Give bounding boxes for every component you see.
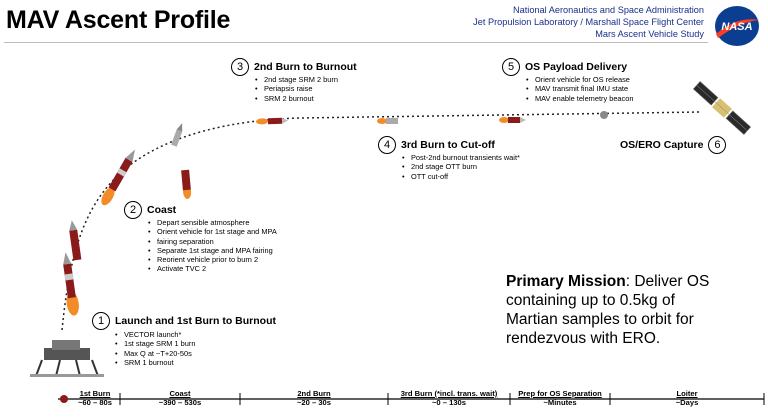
list-item: 2nd stage OTT burn [402, 162, 520, 172]
list-item: SRM 1 burnout [115, 358, 195, 368]
step-3-title: 2nd Burn to Burnout [254, 61, 357, 73]
timeline-segment-duration: ~20 – 30s [297, 398, 331, 407]
list-item: Max Q at ~T+20-50s [115, 349, 195, 359]
list-item: Separate 1st stage and MPA fairing [148, 246, 277, 256]
primary-mission-label: Primary Mission [506, 273, 626, 290]
rocket-cutoff-icon [499, 117, 526, 123]
timeline-segment: 2nd Burn~20 – 30s [240, 389, 388, 407]
list-item: Orient vehicle for 1st stage and MPA [148, 227, 277, 237]
orbiting-sample-icon [600, 111, 608, 119]
list-item: fairing separation [148, 236, 277, 247]
step-4-header: 4 3rd Burn to Cut-off [378, 136, 495, 154]
step-2-header: 2 Coast [124, 201, 176, 219]
ero-satellite-icon [692, 81, 752, 135]
timeline-segment-duration: ~Minutes [543, 398, 577, 407]
primary-mission-text: : Deliver OS containing up to 0.5kg of M… [506, 273, 710, 347]
timeline-segment-label: Coast [169, 389, 191, 398]
step-1-title: Launch and 1st Burn to Burnout [115, 315, 276, 327]
list-item: Reorient vehicle prior to burn 2 [148, 255, 277, 265]
step-3-bullets: 2nd stage SRM 2 burn Periapsis raise SRM… [255, 75, 338, 103]
step-5-number: 5 [502, 58, 520, 76]
timeline-axis [58, 393, 765, 405]
rocket-third-burn-icon [377, 118, 398, 124]
timeline-segment-duration: ~390 – 530s [158, 398, 202, 407]
step-6-header: OS/ERO Capture 6 [620, 136, 727, 154]
org-line-3: Mars Ascent Vehicle Study [595, 29, 704, 39]
timeline-segment: 1st Burn~60 – 80s [70, 389, 120, 407]
step-4-title: 3rd Burn to Cut-off [401, 139, 495, 151]
lander-icon [30, 340, 104, 377]
primary-mission-statement: Primary Mission: Deliver OS containing u… [506, 272, 726, 348]
list-item: VECTOR launch* [115, 330, 195, 340]
rocket-ascent-icon [69, 220, 82, 261]
list-item: MAV transmit final IMU state [526, 84, 633, 94]
timeline-segment-duration: ~0 – 130s [432, 398, 466, 407]
list-item: Post-2nd burnout transients wait* [402, 153, 520, 163]
step-2-title: Coast [147, 204, 177, 216]
timeline-segment: Loiter~Days [610, 389, 764, 407]
timeline-segment: 3rd Burn (*incl. trans. wait)~0 – 130s [388, 389, 510, 407]
nasa-logo: NASA [715, 6, 759, 46]
step-4-number: 4 [378, 136, 396, 154]
stage-separation-icon [171, 123, 192, 199]
step-3-number: 3 [231, 58, 249, 76]
timeline-segment-duration: ~60 – 80s [78, 398, 112, 407]
list-item: Periapsis raise [255, 84, 338, 94]
step-1-bullets: VECTOR launch* 1st stage SRM 1 burn Max … [115, 330, 195, 367]
timeline-segment-label: 1st Burn [79, 389, 111, 398]
step-5-bullets: Orient vehicle for OS release MAV transm… [526, 75, 633, 103]
list-item: MAV enable telemetry beacon [526, 94, 633, 104]
list-item: OTT cut-off [402, 172, 520, 182]
ascent-trajectory [30, 81, 752, 377]
nasa-logo-text: NASA [721, 21, 752, 33]
list-item: Depart sensible atmosphere [148, 218, 277, 228]
timeline-segment-label: Loiter [676, 389, 698, 398]
page-title: MAV Ascent Profile [6, 6, 231, 34]
timeline-segment-label: 3rd Burn (*incl. trans. wait) [400, 389, 498, 398]
rocket-launch-icon [63, 252, 79, 316]
timeline-segment: Coast~390 – 530s [120, 389, 240, 407]
org-line-2: Jet Propulsion Laboratory / Marshall Spa… [473, 17, 704, 27]
step-1-number: 1 [92, 312, 110, 330]
rocket-second-burn-icon [256, 117, 288, 125]
step-5-header: 5 OS Payload Delivery [502, 58, 627, 76]
step-2-number: 2 [124, 201, 142, 219]
timeline-segment-label: 2nd Burn [297, 389, 331, 398]
list-item: Orient vehicle for OS release [526, 75, 633, 85]
list-item-continuation: fairing separation [157, 236, 214, 246]
step-4-bullets: Post-2nd burnout transients wait* 2nd st… [402, 153, 520, 181]
list-item: Activate TVC 2 [148, 264, 277, 274]
list-item: 1st stage SRM 1 burn [115, 339, 195, 349]
org-line-1: National Aeronautics and Space Administr… [512, 5, 704, 15]
step-6-number: 6 [708, 136, 727, 154]
rocket-gravity-turn-icon [101, 149, 135, 206]
step-3-header: 3 2nd Burn to Burnout [231, 58, 357, 76]
step-2-bullets: Depart sensible atmosphere Orient vehicl… [148, 218, 277, 274]
list-item: SRM 2 burnout [255, 94, 338, 104]
list-item: 2nd stage SRM 2 burn [255, 75, 338, 85]
step-6-title: OS/ERO Capture [620, 139, 704, 151]
step-5-title: OS Payload Delivery [525, 61, 628, 73]
header-divider [4, 42, 708, 43]
timeline-segment-duration: ~Days [675, 398, 699, 407]
phase-timeline: 1st Burn~60 – 80s Coast~390 – 530s 2nd B… [0, 385, 768, 417]
timeline-segment: Prep for OS Separation~Minutes [510, 389, 610, 407]
step-1-header: 1 Launch and 1st Burn to Burnout [92, 312, 276, 330]
timeline-segment-label: Prep for OS Separation [518, 389, 602, 398]
